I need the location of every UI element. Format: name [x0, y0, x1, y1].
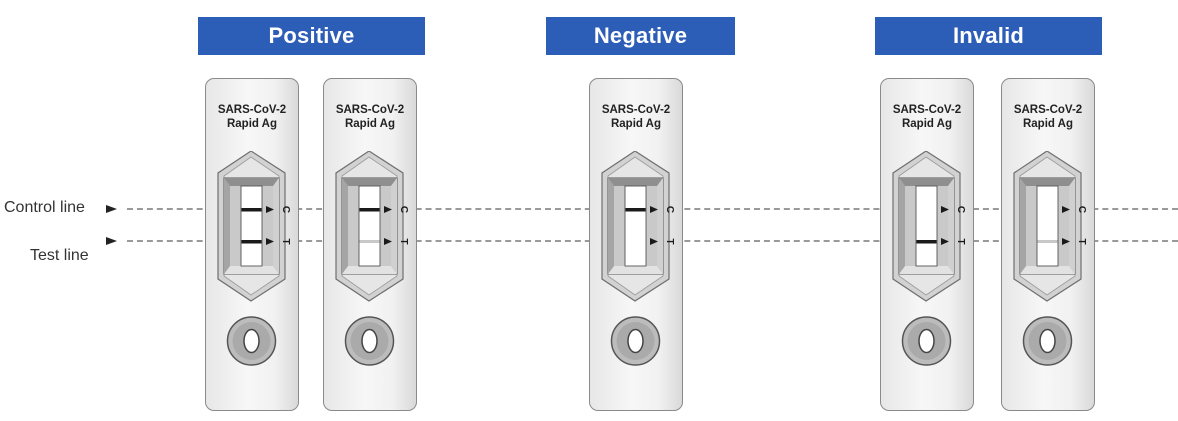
test-band [916, 240, 937, 244]
brand-line-2: Rapid Ag [1022, 118, 1074, 130]
test-mark: T [280, 238, 291, 244]
sample-well [226, 316, 277, 366]
test-band [1037, 240, 1058, 243]
control-band [625, 208, 646, 212]
result-window: CT [892, 151, 966, 302]
brand-line-2: Rapid Ag [226, 118, 278, 130]
test-indicator-icon [941, 238, 949, 245]
brand-line-1: SARS-CoV-2 [601, 104, 671, 116]
test-indicator-icon [266, 238, 274, 245]
control-mark: C [280, 206, 291, 213]
result-window: CT [601, 151, 675, 302]
control-mark: C [664, 206, 675, 213]
brand-line-1: SARS-CoV-2 [1013, 104, 1083, 116]
control-arrow-icon [106, 205, 117, 213]
header-invalid: Invalid [875, 17, 1102, 55]
brand-line-1: SARS-CoV-2 [217, 104, 287, 116]
control-line-label: Control line [4, 199, 85, 216]
test-mark: T [1076, 238, 1087, 244]
brand-line-2: Rapid Ag [901, 118, 953, 130]
control-indicator-icon [941, 206, 949, 213]
test-mark: T [664, 238, 675, 244]
result-window: CT [217, 151, 291, 302]
control-band [241, 208, 262, 212]
control-indicator-icon [266, 206, 274, 213]
test-arrow-icon [106, 237, 117, 245]
test-band [241, 240, 262, 244]
test-indicator-icon [384, 238, 392, 245]
sample-well [344, 316, 395, 366]
header-positive: Positive [198, 17, 425, 55]
test-mark: T [398, 238, 409, 244]
brand-line-1: SARS-CoV-2 [335, 104, 405, 116]
control-indicator-icon [650, 206, 658, 213]
test-indicator-icon [1062, 238, 1070, 245]
control-indicator-icon [1062, 206, 1070, 213]
test-indicator-icon [650, 238, 658, 245]
control-mark: C [398, 206, 409, 213]
test-mark: T [955, 238, 966, 244]
sample-well [610, 316, 661, 366]
test-line-label: Test line [30, 247, 89, 264]
control-mark: C [955, 206, 966, 213]
header-negative: Negative [546, 17, 735, 55]
sample-well [901, 316, 952, 366]
sample-well [1022, 316, 1073, 366]
control-band [359, 208, 380, 212]
control-mark: C [1076, 206, 1087, 213]
control-indicator-icon [384, 206, 392, 213]
result-window: CT [335, 151, 409, 302]
brand-line-1: SARS-CoV-2 [892, 104, 962, 116]
result-window: CT [1013, 151, 1087, 302]
brand-line-2: Rapid Ag [610, 118, 662, 130]
test-band [359, 240, 380, 243]
brand-line-2: Rapid Ag [344, 118, 396, 130]
